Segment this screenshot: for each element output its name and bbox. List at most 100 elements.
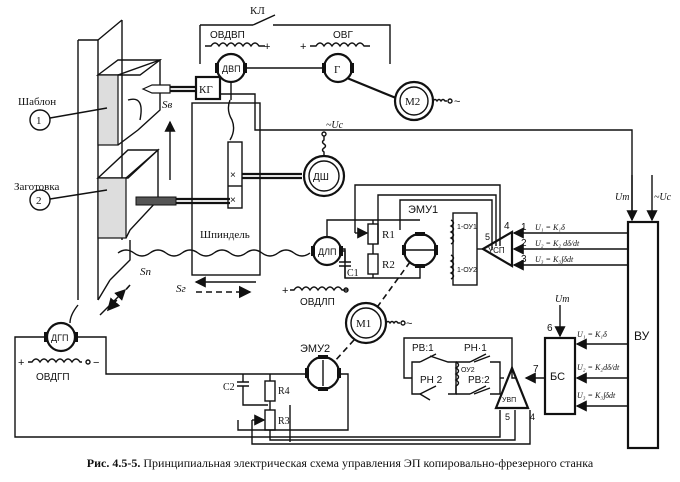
rn2-contact [419,385,437,395]
template-num: 1 [36,115,42,127]
usp-label: УСП [488,246,505,255]
r1-resistor [367,223,379,245]
rv1-contact [419,353,437,363]
uvp-label: УВП [502,397,516,404]
r2-resistor [367,253,379,275]
svg-text:~: ~ [454,96,460,108]
usp-input5: 5 [485,232,490,242]
r4-resistor [264,380,276,402]
workpiece-label: Заготовка [14,181,60,193]
usp-input4: 4 [504,221,510,232]
generator-label: Г [334,64,340,76]
template-num-circle [29,109,51,131]
uvp-input5: 5 [505,412,510,422]
bs-in3-signal: U₃ = K₃∫δdt [577,391,616,400]
c2-label: C2 [223,382,235,393]
ou1-winding [449,219,455,245]
dgp-label: ДГП [51,333,68,343]
kg-box [194,75,222,101]
m1-label: М1 [356,318,371,330]
rn2-label: РН 2 [420,375,443,386]
rn1-label: РН·1 [464,343,487,354]
bs-in2-signal: U₂ = K₂dδ/dt [577,363,620,372]
emu1-label: ЭМУ1 [408,204,438,216]
m1-emu2-coupling [333,339,355,363]
ovdvp-label: ОВДВП [210,30,245,41]
kl-switch[interactable] [252,14,276,26]
r2-label: R2 [382,259,395,271]
lead-screw [117,249,311,257]
svg-text:+: + [300,41,306,53]
usp-in2-num: 2 [521,238,527,249]
feed-vertical-label: Sв [162,99,173,111]
r1-label: R1 [382,229,395,241]
top-loop [199,24,391,64]
dsh-label: ДШ [313,172,329,183]
cutter [135,196,230,206]
bs-ut-label: Uт [555,294,569,305]
emu2-label: ЭМУ2 [300,343,330,355]
uvp-input4: 4 [530,412,535,422]
r3-label: R3 [278,416,290,427]
relay-loop [403,337,516,379]
template-block [95,59,163,146]
svg-text:~: ~ [406,318,412,330]
tracer-stylus [141,84,196,94]
dlp-label: ДЛП [318,247,336,257]
bs-num7: 7 [533,364,539,375]
svg-text:−: − [93,357,99,369]
usp-in3-signal: U₃ = K₃∫δdt [535,255,574,264]
figure-caption: Рис. 4.5-5. Принципиальная электрическая… [0,456,680,471]
usp-in3-num: 3 [521,254,527,265]
ou2-winding [449,254,455,280]
ou2-label-relay: ОУ2 [461,367,475,374]
m1-emu1-coupling [377,261,411,307]
dsh-uc-label: ~Uc [326,120,344,131]
schematic-diagram: Шаблон 1 Заготовка 2 Sв КГ × × Шпиндель … [14,5,672,450]
vu-label: ВУ [634,329,650,343]
bs-label: БС [550,371,565,383]
vu-uc-label: ~Uc [654,192,672,203]
ovdvp-winding [205,42,265,48]
usp-in2-signal: U₂ = K₂ dδ/dt [535,239,580,248]
ovg-winding [310,42,370,48]
feed-longitudinal-label: Sг [176,283,187,295]
dvp-label: ДВП [222,64,241,74]
caption-text: Принципиальная электрическая схема управ… [143,456,594,470]
caption-number: Рис. 4.5-5. [86,456,141,470]
rv2-contact [469,385,487,395]
usp-in1-signal: U₁ = K₁δ [535,223,565,232]
rv2-label: РВ:2 [468,375,490,386]
bs-block [543,336,577,416]
kl-label: КЛ [250,5,265,17]
template-label: Шаблон [18,96,56,108]
ovdlp-label: ОВДЛП [300,297,335,308]
ovdlp-winding [290,286,348,292]
uvp-amplifier [494,365,530,410]
r4-label: R4 [278,386,290,397]
machine-column [77,19,131,301]
m2-label: М2 [405,96,420,108]
c1-label: C1 [347,268,359,279]
kg-label: КГ [199,84,213,96]
ovdgp-label: ОВДГП [36,372,70,383]
spindle-label: Шпиндель [200,229,250,241]
bs-in1-signal: U₁ = K₁δ [577,330,607,339]
workpiece-num: 2 [36,195,42,207]
ovdgp-winding [28,358,82,364]
ou2-coil [454,361,460,394]
flex-shaft [227,99,235,141]
svg-text:+: + [282,285,288,297]
svg-text:+: + [18,357,24,369]
ou1-label: 1-ОУ1 [457,224,477,231]
usp-in1-num: 1 [521,222,527,233]
rv1-label: РВ:1 [412,343,434,354]
svg-text:×: × [230,170,236,181]
feed-transverse-arrow-dashed [106,284,131,312]
workpiece-block [96,148,160,239]
rn1-contact [469,353,487,363]
vu-ut-label: Uт [615,192,629,203]
kg-to-vu-wire [220,93,633,220]
r3-resistor [264,409,276,431]
bs-num6: 6 [547,323,553,334]
